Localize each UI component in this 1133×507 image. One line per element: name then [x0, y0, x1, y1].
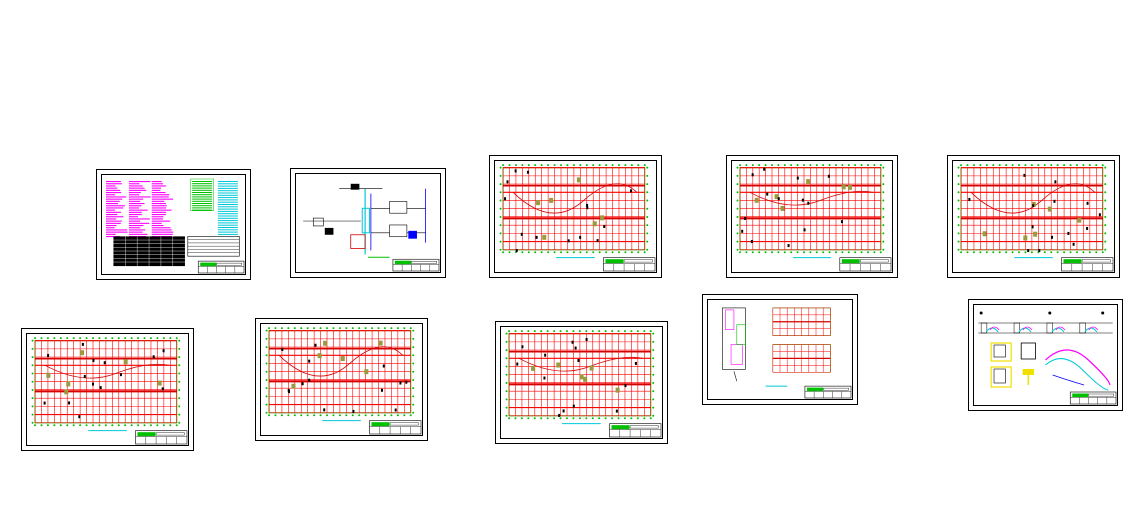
floor-plan-icon [31, 337, 188, 445]
drawing-sheet-floor-plan-3[interactable] [947, 155, 1120, 278]
floor-plan-icon [265, 327, 422, 435]
drawing-sheet-system-diagram[interactable] [290, 168, 446, 278]
drawing-sheet-floor-plan-5[interactable] [255, 318, 428, 441]
detail-drawing-icon [978, 311, 1117, 405]
drawing-sheet-design-notes[interactable] [96, 169, 251, 280]
partial-plan-icon [722, 307, 852, 399]
drawing-sheet-details[interactable] [968, 299, 1123, 411]
drawing-sheet-floor-plan-1[interactable] [489, 155, 662, 278]
drawing-sheet-partial-plans[interactable] [702, 294, 858, 405]
drawing-sheet-floor-plan-6[interactable] [495, 321, 668, 444]
floor-plan-icon [499, 164, 656, 272]
floor-plan-icon [957, 164, 1114, 272]
drawing-sheet-floor-plan-4[interactable] [21, 328, 194, 451]
drawing-sheet-floor-plan-2[interactable] [726, 155, 898, 278]
floor-plan-icon [736, 164, 892, 272]
design-notes-icon [106, 178, 245, 274]
process-schematic-icon [303, 183, 440, 272]
floor-plan-icon [505, 330, 662, 438]
